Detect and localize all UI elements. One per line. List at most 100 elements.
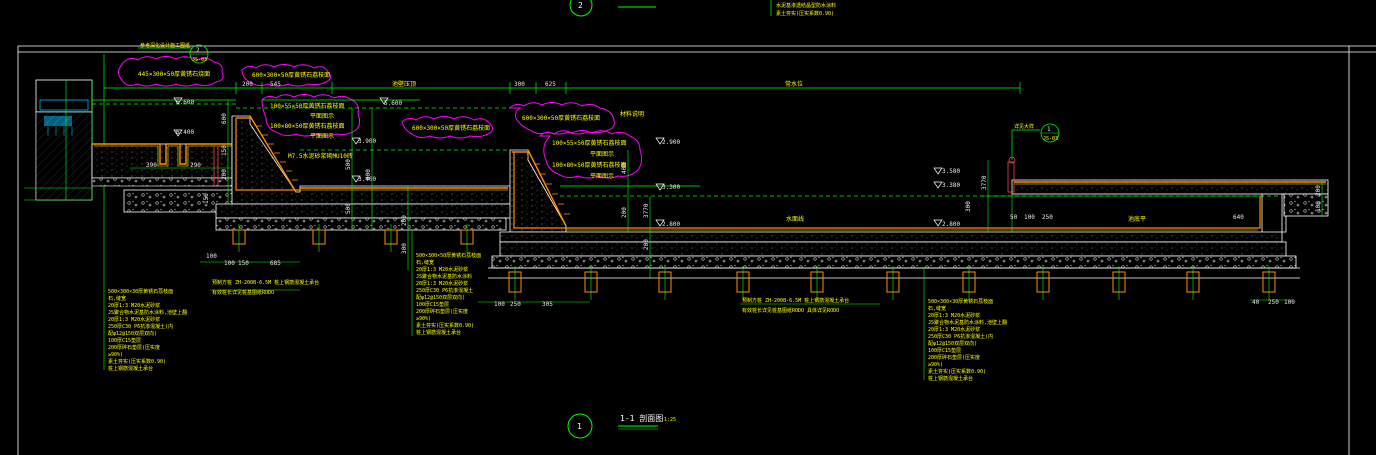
title-scale: 1:25	[664, 417, 676, 423]
spec-list-middle: 500×300×50厚黄锈石荔枝面 石,缝宽 20厚1:3 M20水泥砂浆 JS…	[416, 252, 481, 336]
dim-bl-3: 150	[238, 260, 249, 267]
dim-v4: 500	[345, 159, 352, 170]
ref-top-left-sheet: JS-03	[192, 57, 207, 63]
top-dimension-text: 200 545 300 625 池壁压顶 常水位	[242, 80, 803, 88]
pile-note-left-2: 有效桩长详见桩基图纸RODO	[212, 289, 274, 296]
callouts: 参考深化设计施工图纸 2 JS-03 详见大样 1 JS-03	[103, 42, 1060, 200]
ref-right-num: 1	[1047, 126, 1051, 133]
spec-left-5: 250厚C30 P6抗渗混凝土(内	[108, 323, 173, 330]
dim-v16: 200	[1315, 185, 1322, 196]
spec-mid-5: 250厚C30 P6抗渗混凝土	[416, 287, 473, 294]
top-header: 2 水泥基渗透结晶型防水涂料 素土夯实(压实系数0.90)	[569, 0, 836, 17]
spec-left-2: 20厚1:3 M20水泥砂浆	[108, 302, 160, 309]
dim-bm-2: 250	[510, 301, 521, 308]
dim-v2: 150	[221, 145, 228, 156]
title-block: 1 1-1 剖面图 1:25	[567, 413, 676, 439]
sheet-frame	[17, 45, 1376, 455]
label-material-note: 材料说明	[620, 110, 644, 118]
dim-mid-3: 250	[1042, 214, 1053, 221]
cloud-texts: 445×300×50厚黄锈石烧面 600×300×50厚黄锈石荔枝面 100×5…	[138, 70, 627, 180]
ref-right-sheet: JS-03	[1043, 136, 1058, 142]
elev-1: 6.600	[176, 99, 194, 106]
left-building-block	[24, 79, 93, 201]
dim-v14: 3770	[643, 203, 650, 218]
elev-11: 2.800	[942, 221, 960, 228]
elev-8: 2.800	[662, 221, 680, 228]
cloud-6-text-a: 100×55×50厚黄锈石荔枝面	[552, 139, 627, 147]
spec-mid-8: 200厚碎石垫层(压实度	[416, 308, 468, 315]
label-water-level: 常水位	[785, 80, 803, 88]
top-note-2: 素土夯实(压实系数0.90)	[776, 10, 834, 17]
spec-right-7: 100厚C15垫层	[928, 347, 961, 354]
dim-v5: 400	[365, 169, 372, 180]
dim-v12: 200	[643, 239, 650, 250]
cloud-2-text: 600×300×50厚黄锈石荔枝面	[252, 71, 330, 79]
dim-bm-3: 305	[542, 301, 553, 308]
title-text: 1-1 剖面图	[620, 413, 663, 423]
dim-bl-2: 100	[224, 260, 235, 267]
dim-v11: 200	[621, 207, 628, 218]
dim-br-2: 250	[1268, 299, 1279, 306]
dim-v6: 500	[345, 203, 352, 214]
spec-left-9: ≥90%)	[108, 352, 123, 358]
left-terrace-section	[91, 143, 237, 213]
dim-mid-2: 100	[1024, 214, 1035, 221]
dim-bl-4: 685	[270, 260, 281, 267]
pile-note-mid-1: 预制方桩 ZH-200B-6.5M 桩上钢筋混凝土承台	[742, 297, 849, 304]
spec-left-3: JS聚合物水泥基防水涂料,池壁上翻	[108, 309, 187, 316]
dim-mid-1: 50	[1010, 214, 1018, 221]
cloud-6-text-c: 100×80×50厚黄锈石荔枝面	[552, 161, 627, 169]
spec-mid-2: 20厚1:3 M20水泥砂浆	[416, 266, 468, 273]
cloud-3-text-a: 100×55×50厚黄锈石荔枝面	[270, 102, 345, 110]
piles-left	[232, 229, 474, 245]
vertical-dims	[227, 100, 1323, 278]
cloud-6-text-d: 平面图示	[590, 173, 614, 180]
dim-v9: 300	[401, 243, 408, 254]
top-dimension-chain	[104, 82, 1021, 94]
dim-v10: 400	[621, 163, 628, 174]
dim-rb: 640	[1233, 214, 1244, 221]
dim-v17: 100	[1315, 201, 1322, 212]
dim-bm-1: 100	[494, 301, 505, 308]
cloud-4-text: 600×300×50厚黄锈石荔枝面	[412, 124, 490, 132]
spec-mid-9: ≥90%)	[416, 316, 431, 322]
spec-right-8: 200厚碎石垫层(压实度	[928, 354, 980, 361]
label-wall-note: M7.5水泥砂浆砌MU10砖	[288, 152, 353, 160]
spec-left-11: 桩上钢筋混凝土承台	[108, 365, 153, 372]
water-lines	[92, 99, 1280, 197]
dim-br-1: 40	[1252, 299, 1260, 306]
spec-right-9: ≥90%)	[928, 362, 943, 368]
elev-6: 2.900	[662, 139, 680, 146]
dim-top-4: 625	[545, 81, 556, 88]
pile-axes-left	[238, 224, 468, 252]
elev-7: 3.300	[662, 184, 680, 191]
top-note-1: 水泥基渗透结晶型防水涂料	[776, 2, 836, 9]
cloud-5	[508, 102, 615, 135]
dim-br-3: 100	[1284, 299, 1295, 306]
cloud-3	[261, 94, 361, 137]
spec-right-10: 素土夯实(压实系数0.90)	[928, 368, 986, 375]
spec-left-8: 200厚碎石垫层(压实度	[108, 344, 160, 351]
elev-5: 3.400	[358, 176, 376, 183]
elevation-markers: 6.600 5.600 6.400 3.900 3.400 2.900 3.30…	[173, 97, 960, 228]
pile-axes-bottom	[514, 266, 1270, 300]
dim-row1-b: 290	[190, 162, 201, 169]
spec-mid-7: 100厚C15垫层	[416, 301, 449, 308]
dim-top-2: 545	[270, 81, 281, 88]
spec-mid-11: 桩上钢筋混凝土承台	[416, 329, 461, 336]
spec-right-1: 石,缝宽	[928, 305, 946, 312]
dim-top-1: 200	[242, 81, 253, 88]
spec-right-4: 20厚1:3 M20水泥砂浆	[928, 326, 980, 333]
dim-v7: 200	[401, 215, 408, 226]
right-leader-text: 详见大样	[1014, 123, 1034, 130]
elev-3: 6.400	[176, 129, 194, 136]
dim-v18: 150	[203, 193, 210, 204]
cloud-3-text-b: 平面图示	[310, 113, 334, 120]
cloud-4	[401, 116, 494, 139]
spec-left-6: 配φ12@150双层双向)	[108, 330, 157, 337]
spec-right-6: 配φ12@150双层双向)	[928, 340, 977, 347]
spec-mid-1: 石,缝宽	[416, 259, 434, 266]
elev-9: 3.580	[942, 168, 960, 175]
title-bubble-num: 1	[577, 422, 582, 431]
